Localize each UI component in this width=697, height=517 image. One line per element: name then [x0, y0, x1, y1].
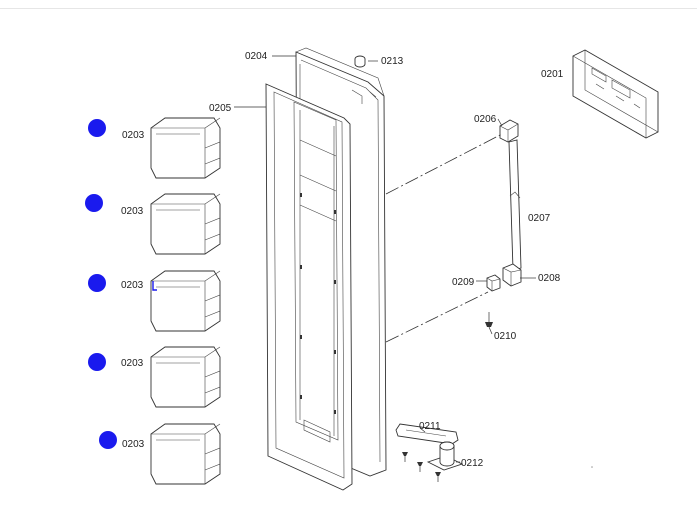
hinge-pin-0212	[426, 441, 464, 471]
label-0210: 0210	[494, 331, 517, 342]
label-0208: 0208	[538, 273, 561, 284]
inner-door-liner-0205	[265, 83, 353, 491]
label-0203-shelf-1: 0203	[122, 130, 145, 141]
label-0203-shelf-4: 0203	[121, 358, 144, 369]
label-0209: 0209	[452, 277, 475, 288]
control-board-0201	[572, 49, 659, 139]
bracket-0206	[499, 119, 519, 143]
label-0204: 0204	[245, 51, 268, 62]
tube-0207	[508, 139, 522, 271]
stray-dot	[591, 466, 593, 468]
bracket-0208	[502, 263, 522, 287]
door-bin-0203-2	[150, 193, 221, 255]
door-bin-0203-5	[150, 423, 221, 485]
leader-lines	[234, 55, 536, 463]
door-bin-0203-1	[150, 117, 221, 179]
label-0201: 0201	[541, 69, 564, 80]
cap-0213	[354, 55, 366, 68]
hotspot-marker-shelf-2[interactable]	[85, 194, 103, 212]
screw-set-0212	[402, 452, 441, 482]
label-0213: 0213	[381, 56, 404, 67]
label-0203-shelf-3: 0203	[121, 280, 144, 291]
door-bin-0203-4	[150, 346, 221, 408]
hotspot-marker-shelf-5[interactable]	[99, 431, 117, 449]
label-0203-shelf-2: 0203	[121, 206, 144, 217]
hotspot-marker-shelf-4[interactable]	[88, 353, 106, 371]
label-0211: 0211	[419, 421, 441, 432]
hotspot-marker-shelf-3[interactable]	[88, 274, 106, 292]
blue-highlight-mark	[152, 281, 157, 291]
clip-0209	[486, 274, 501, 292]
hotspot-marker-shelf-1[interactable]	[88, 119, 106, 137]
handle-part-0211	[395, 423, 459, 445]
label-0205: 0205	[209, 103, 232, 114]
top-divider	[0, 8, 697, 9]
alignment-line-upper	[385, 133, 503, 195]
label-0203-shelf-5: 0203	[122, 439, 145, 450]
label-0206: 0206	[474, 114, 497, 125]
door-bin-0203-3	[150, 270, 221, 332]
label-0212: 0212	[461, 458, 484, 469]
label-0207: 0207	[528, 213, 551, 224]
alignment-line-lower	[385, 291, 489, 343]
screw-0210	[485, 312, 493, 327]
